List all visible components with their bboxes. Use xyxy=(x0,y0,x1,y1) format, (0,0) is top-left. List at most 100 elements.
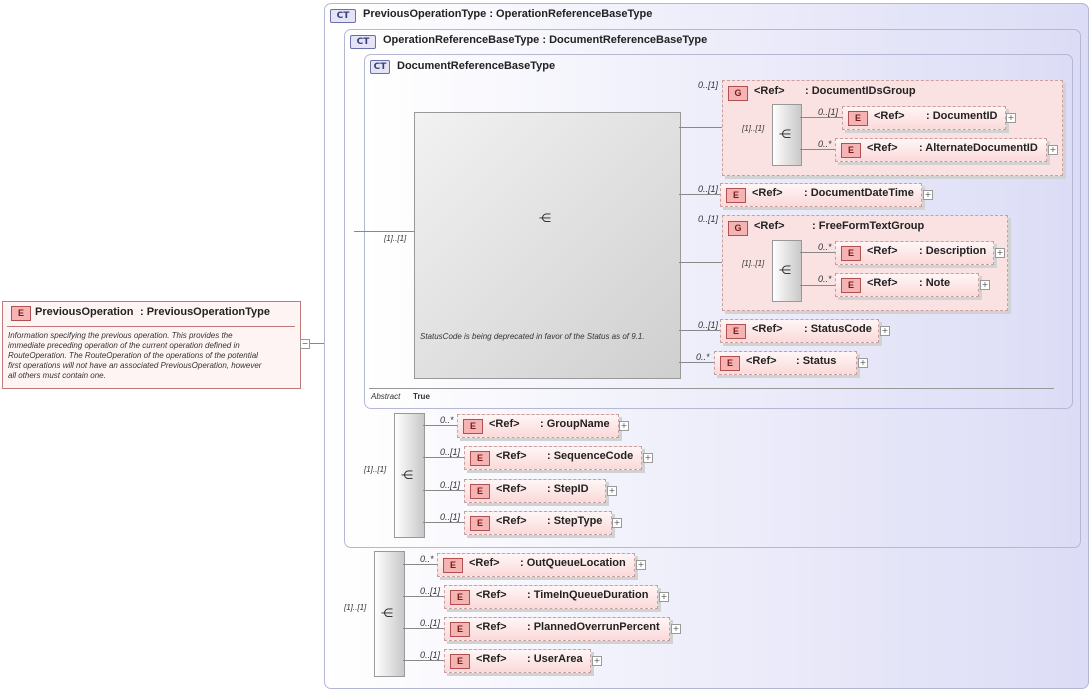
connector xyxy=(423,457,464,458)
connector xyxy=(800,149,835,150)
ref-label: <Ref> xyxy=(867,142,898,154)
cardinality: 0..[1] xyxy=(698,184,719,194)
connector xyxy=(679,362,714,363)
expand-icon[interactable]: + xyxy=(607,486,617,496)
expand-icon[interactable]: + xyxy=(1006,113,1016,123)
sequence-compositor[interactable]: ⋲ xyxy=(772,240,802,302)
annotation-note: StatusCode is being deprecated in favor … xyxy=(420,332,645,341)
connector xyxy=(679,262,722,263)
element-badge: E xyxy=(720,356,740,371)
element-documentid[interactable]: E <Ref> : DocumentID xyxy=(842,106,1006,130)
connector xyxy=(679,194,720,195)
ct-extension-icon: CT xyxy=(350,35,376,49)
description-line: immediate preceding operation of the cur… xyxy=(8,341,240,350)
cardinality: 0..[1] xyxy=(818,107,839,117)
element-badge: E xyxy=(726,188,746,203)
ref-label: <Ref> xyxy=(496,483,527,495)
expand-icon[interactable]: + xyxy=(995,248,1005,258)
sequence-compositor[interactable]: ⋲ xyxy=(772,104,802,166)
expand-icon[interactable]: + xyxy=(980,280,990,290)
expand-icon[interactable]: + xyxy=(592,656,602,666)
element-plannedoverrunpercent[interactable]: E <Ref> : PlannedOverrunPercent xyxy=(444,617,670,641)
element-note[interactable]: E <Ref> : Note xyxy=(835,273,979,297)
element-badge: E xyxy=(470,484,490,499)
ct3-title: DocumentReferenceBaseType xyxy=(397,60,556,72)
element-description[interactable]: E <Ref> : Description xyxy=(835,241,994,265)
cardinality: 0..* xyxy=(420,554,434,564)
sequence-compositor-large[interactable]: ⋲ StatusCode is being deprecated in favo… xyxy=(414,112,681,379)
expand-icon[interactable]: + xyxy=(671,624,681,634)
root-description: Information specifying the previous oper… xyxy=(8,331,296,381)
description-line: RouteOperation. The RouteOperation of th… xyxy=(8,351,258,360)
cardinality: 0..* xyxy=(818,242,832,252)
ref-label: <Ref> xyxy=(496,515,527,527)
element-userarea[interactable]: E <Ref> : UserArea xyxy=(444,649,591,673)
expand-icon[interactable]: + xyxy=(612,518,622,528)
sequence-icon: ⋲ xyxy=(779,263,791,277)
expand-icon[interactable]: + xyxy=(659,592,669,602)
connector xyxy=(354,231,414,232)
root-element-previousoperation[interactable]: E PreviousOperation : PreviousOperationT… xyxy=(2,301,301,389)
connector xyxy=(679,330,720,331)
sequence-compositor[interactable]: ⋲ xyxy=(374,551,405,677)
cardinality: 0..[1] xyxy=(698,80,719,90)
expand-icon[interactable]: + xyxy=(1048,145,1058,155)
connector xyxy=(423,425,457,426)
ref-label: <Ref> xyxy=(469,557,500,569)
expand-icon[interactable]: + xyxy=(858,358,868,368)
element-steptype[interactable]: E <Ref> : StepType xyxy=(464,511,612,535)
cardinality: 0..[1] xyxy=(440,512,461,522)
collapse-toggle[interactable]: − xyxy=(300,339,310,349)
root-element-name: PreviousOperation xyxy=(35,306,134,318)
expand-icon[interactable]: + xyxy=(636,560,646,570)
ref-label: <Ref> xyxy=(489,418,520,430)
element-groupname[interactable]: E <Ref> : GroupName xyxy=(457,414,619,438)
abstract-label: Abstract xyxy=(371,392,401,401)
element-badge: E xyxy=(470,516,490,531)
ref-label: <Ref> xyxy=(752,323,783,335)
element-badge: E xyxy=(726,324,746,339)
ref-label: <Ref> xyxy=(874,110,905,122)
element-name: : AlternateDocumentID xyxy=(919,142,1038,154)
group-badge: G xyxy=(728,86,748,101)
ref-label: <Ref> xyxy=(754,85,785,97)
ref-label: <Ref> xyxy=(754,220,785,232)
expand-icon[interactable]: + xyxy=(880,326,890,336)
element-badge: E xyxy=(463,419,483,434)
expand-icon[interactable]: + xyxy=(619,421,629,431)
sequence-compositor[interactable]: ⋲ xyxy=(394,413,425,538)
sequence-icon: ⋲ xyxy=(401,468,413,482)
element-timeinqueueduration[interactable]: E <Ref> : TimeInQueueDuration xyxy=(444,585,658,609)
element-name: : Note xyxy=(919,277,951,289)
element-outqueuelocation[interactable]: E <Ref> : OutQueueLocation xyxy=(437,553,635,577)
sequence-icon: ⋲ xyxy=(539,211,551,225)
ref-label: <Ref> xyxy=(476,653,507,665)
description-line: all others must contain one. xyxy=(8,371,106,380)
element-statuscode[interactable]: E <Ref> : StatusCode xyxy=(720,319,879,343)
expand-icon[interactable]: + xyxy=(923,190,933,200)
connector xyxy=(403,660,444,661)
element-stepid[interactable]: E <Ref> : StepID xyxy=(464,479,606,503)
element-documentdatetime[interactable]: E <Ref> : DocumentDateTime xyxy=(720,183,922,207)
sequence-cardinality: [1]..[1] xyxy=(364,465,387,474)
abstract-value: True xyxy=(413,392,430,401)
expand-icon[interactable]: + xyxy=(643,453,653,463)
cardinality: 0..* xyxy=(440,415,454,425)
cardinality: 0..[1] xyxy=(440,447,461,457)
element-status[interactable]: E <Ref> : Status xyxy=(714,351,857,375)
ref-label: <Ref> xyxy=(496,450,527,462)
element-badge: E xyxy=(470,451,490,466)
sequence-cardinality: [1]..[1] xyxy=(384,234,407,243)
sequence-cardinality: [1]..[1] xyxy=(344,603,367,612)
divider xyxy=(369,388,1054,389)
root-element-type: : PreviousOperationType xyxy=(140,306,270,318)
element-name: : StepType xyxy=(547,515,603,527)
element-name: : DocumentID xyxy=(926,110,998,122)
connector xyxy=(800,285,835,286)
connector xyxy=(403,564,437,565)
connector xyxy=(423,522,464,523)
element-sequencecode[interactable]: E <Ref> : SequenceCode xyxy=(464,446,642,470)
element-badge: E xyxy=(841,278,861,293)
element-alternatedocumentid[interactable]: E <Ref> : AlternateDocumentID xyxy=(835,138,1047,162)
cardinality: 0..* xyxy=(818,139,832,149)
